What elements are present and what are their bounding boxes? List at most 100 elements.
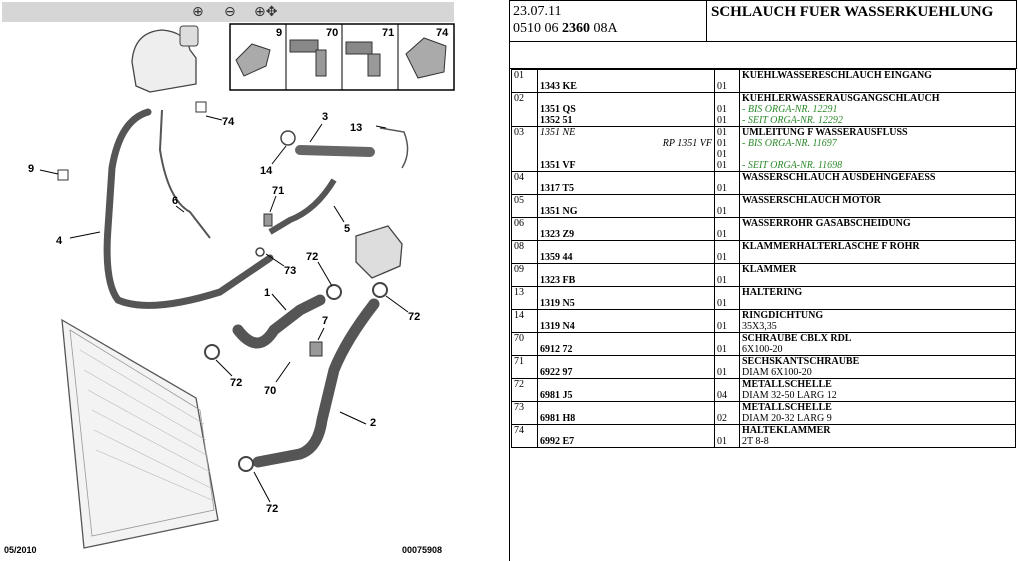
exploded-diagram: 9 70 71 74	[28, 23, 455, 549]
part-qty: 01	[717, 344, 727, 355]
part-code[interactable]: 6981 H8	[540, 413, 576, 424]
part-code[interactable]: 1343 KE	[540, 81, 577, 92]
part-description-title: KLAMMERHALTERLASCHE F ROHR	[742, 241, 920, 252]
part-code[interactable]: 1351 NE	[540, 127, 576, 138]
part-code[interactable]: 6912 72	[540, 344, 573, 355]
part-quantities: 01	[714, 194, 740, 218]
part-description-detail: DIAM 6X100-20	[742, 367, 812, 378]
part-description-detail: DIAM 32-50 LARG 12	[742, 390, 837, 401]
inset-label-9: 9	[276, 27, 282, 39]
part-code[interactable]: 1359 44	[540, 252, 573, 263]
part-qty: 01	[717, 115, 727, 126]
part-codes: 1319 N5	[537, 286, 715, 310]
pan-icon[interactable]: ⊕✥	[254, 4, 278, 20]
part-code[interactable]: 1323 Z9	[540, 229, 575, 240]
part-description-title: SCHRAUBE CBLX RDL	[742, 333, 852, 344]
part-position: 73	[511, 401, 538, 425]
zoom-out-icon[interactable]: ⊖	[224, 4, 236, 20]
part-code[interactable]: 1317 T5	[540, 183, 574, 194]
radiator	[61, 318, 219, 549]
part-position: 14	[511, 309, 538, 333]
pipe-6	[158, 109, 211, 239]
part-description: WASSERSCHLAUCH MOTOR	[739, 194, 1016, 218]
part-quantities: 01	[714, 355, 740, 379]
part-description-title: KLAMMER	[742, 264, 797, 275]
part-description-title: METALLSCHELLE	[742, 379, 832, 390]
part-code[interactable]: 1351 NG	[540, 206, 578, 217]
part-code[interactable]: 1319 N5	[540, 298, 575, 309]
part-code[interactable]: 6922 97	[540, 367, 573, 378]
part-description-title: UMLEITUNG F WASSERAUSFLUSS	[742, 127, 908, 138]
part-code[interactable]: 1319 N4	[540, 321, 575, 332]
part-position: 02	[511, 92, 538, 127]
part-code[interactable]: 6981 J5	[540, 390, 573, 401]
part-position: 04	[511, 171, 538, 195]
part-codes: 1323 FB	[537, 263, 715, 287]
part-position: 09	[511, 263, 538, 287]
part-position: 71	[511, 355, 538, 379]
part-description: WASSERROHR GASABSCHEIDUNG	[739, 217, 1016, 241]
part-qty: 01	[717, 321, 727, 332]
part-qty: 01	[717, 229, 727, 240]
part-code[interactable]: 6992 E7	[540, 436, 575, 447]
callout-3: 3	[322, 111, 328, 123]
part-qty: 01	[717, 275, 727, 286]
part-code[interactable]: 1351 VF	[540, 160, 576, 171]
part-code[interactable]: 1323 FB	[540, 275, 576, 286]
part-description-detail: DIAM 20-32 LARG 9	[742, 413, 832, 424]
part-qty: 01	[717, 183, 727, 194]
part-position: 08	[511, 240, 538, 264]
callout-70: 70	[264, 385, 276, 397]
part-codes: 1351 NG	[537, 194, 715, 218]
zoom-in-icon[interactable]: ⊕	[192, 4, 204, 20]
part-code[interactable]	[540, 149, 712, 160]
part-codes: 6912 72	[537, 332, 715, 356]
part-description-title: WASSERROHR GASABSCHEIDUNG	[742, 218, 911, 229]
part-position: 03	[511, 126, 538, 172]
part-quantities: 01	[714, 309, 740, 333]
part-qty: 01	[717, 298, 727, 309]
part-description-title: HALTEKLAMMER	[742, 425, 831, 436]
part-position: 72	[511, 378, 538, 402]
part-code[interactable]: 1351 QS	[540, 104, 576, 115]
part-code[interactable]: 1352 51	[540, 115, 573, 126]
part-description-title: KUEHLWASSERESCHLAUCH EINGANG	[742, 70, 932, 81]
part-description: KUEHLERWASSERAUSGANGSCHLAUCH- BIS ORGA-N…	[739, 92, 1016, 127]
expansion-tank	[131, 29, 197, 93]
part-description-detail: - SEIT ORGA-NR. 12292	[742, 115, 843, 126]
part-description: UMLEITUNG F WASSERAUSFLUSS- BIS ORGA-NR.…	[739, 126, 1016, 172]
part-qty: 01	[717, 436, 727, 447]
part-quantities: 04	[714, 378, 740, 402]
parts-header: 23.07.11 0510 06 2360 08A SCHLAUCH FUER …	[510, 0, 1017, 42]
callout-8: 7	[322, 315, 328, 327]
part-description-title: WASSERSCHLAUCH MOTOR	[742, 195, 882, 206]
part-quantities: 02	[714, 401, 740, 425]
callout-72-a: 72	[306, 251, 318, 263]
part-description-detail: 2T 8-8	[742, 436, 769, 447]
part-code[interactable]: RP 1351 VF	[662, 138, 712, 149]
part-quantities: 01	[714, 171, 740, 195]
inset-label-71: 71	[382, 27, 394, 39]
part-description-title: SECHSKANTSCHRAUBE	[742, 356, 860, 367]
